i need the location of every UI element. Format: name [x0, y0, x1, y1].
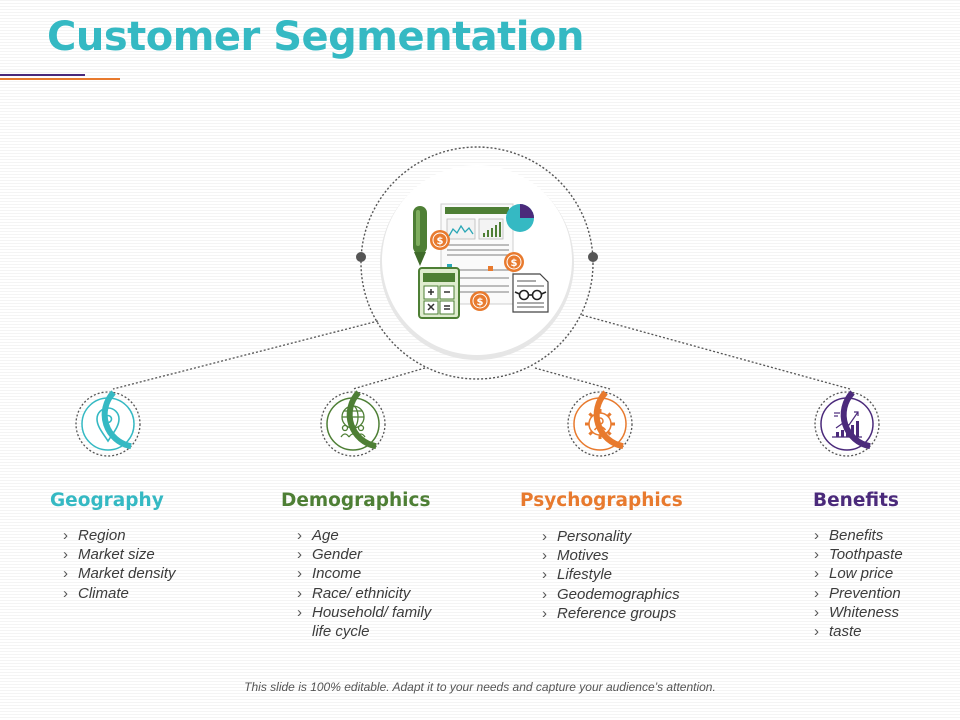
connector-demographics — [352, 367, 426, 390]
center-hub: $ $ $ — [356, 146, 598, 380]
list-item: Region — [63, 526, 176, 545]
list-item: Market size — [63, 545, 176, 564]
gear-person-icon — [585, 409, 615, 439]
connector-psychographics — [534, 367, 611, 390]
list-item: Age — [297, 526, 431, 545]
list-item: Geodemographics — [542, 585, 680, 604]
hub-right-dot — [588, 252, 598, 262]
connector-benefits — [581, 314, 851, 390]
list-item: Climate — [63, 584, 176, 603]
list-item: Lifestyle — [542, 565, 680, 584]
list-item: Income — [297, 564, 431, 583]
hub-left-dot — [356, 252, 366, 262]
list-item: Benefits — [814, 526, 903, 545]
list-item: Market density — [63, 564, 176, 583]
connector-geography — [112, 320, 379, 390]
list-item: Household/ family — [297, 603, 431, 622]
list-item: Reference groups — [542, 604, 680, 623]
list-item: Personality — [542, 527, 680, 546]
globe-people-icon — [340, 405, 366, 438]
svg-text:$: $ — [437, 236, 444, 247]
hub-outer-ring — [360, 146, 594, 380]
growth-chart-icon — [832, 411, 862, 438]
psychographics-node — [567, 390, 633, 457]
location-pin-icon — [96, 407, 120, 443]
geography-list: Region Market size Market density Climat… — [63, 526, 176, 603]
list-item: Whiteness — [814, 603, 903, 622]
connector-lines — [112, 314, 851, 390]
list-item: Gender — [297, 545, 431, 564]
list-item: Prevention — [814, 584, 903, 603]
title-underline-purple — [0, 74, 85, 76]
benefits-title: Benefits — [813, 490, 899, 511]
benefits-list: Benefits Toothpaste Low price Prevention… — [814, 526, 903, 641]
title-underline-orange — [0, 78, 120, 80]
benefits-node — [814, 390, 880, 457]
list-item: Low price — [814, 564, 903, 583]
svg-text:$: $ — [477, 297, 484, 308]
psychographics-list: Personality Motives Lifestyle Geodemogra… — [542, 527, 680, 623]
psychographics-title: Psychographics — [520, 490, 683, 511]
list-item: Toothpaste — [814, 545, 903, 564]
svg-text:$: $ — [511, 258, 518, 269]
geography-node — [75, 390, 141, 457]
list-item: Motives — [542, 546, 680, 565]
list-item: taste — [814, 622, 903, 641]
demographics-list: Age Gender Income Race/ ethnicity Househ… — [297, 526, 431, 641]
page-title: Customer Segmentation — [47, 14, 584, 60]
list-item: Race/ ethnicity — [297, 584, 431, 603]
finance-report-illustration: $ $ $ — [413, 203, 549, 319]
demographics-title: Demographics — [281, 490, 431, 511]
list-item: life cycle — [312, 623, 370, 641]
footer-note: This slide is 100% editable. Adapt it to… — [244, 680, 716, 694]
geography-title: Geography — [50, 490, 164, 511]
demographics-node — [320, 390, 386, 457]
